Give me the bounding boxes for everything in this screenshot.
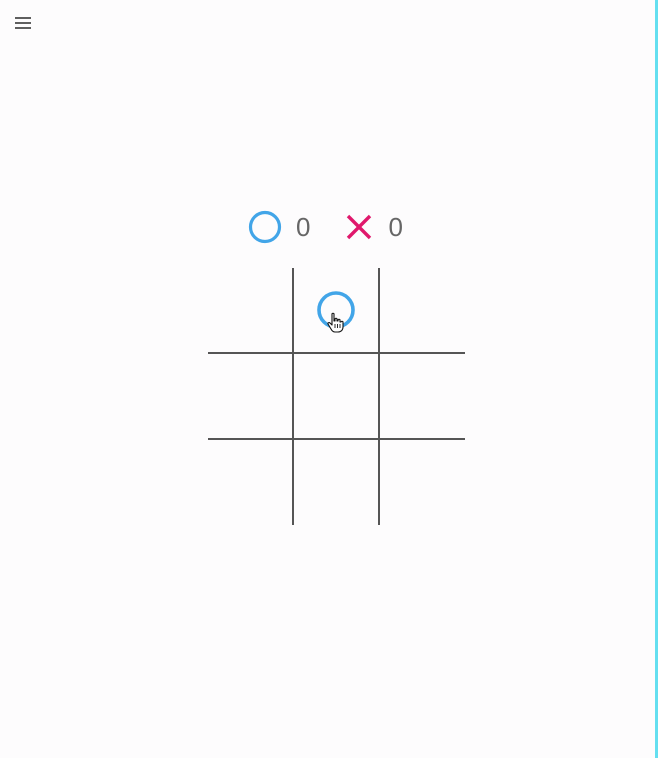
grid-line-horizontal-1 bbox=[208, 352, 465, 354]
game-board bbox=[208, 268, 465, 525]
score-x: 0 bbox=[344, 212, 403, 242]
cell-4[interactable] bbox=[294, 354, 378, 438]
menu-icon-bar-2 bbox=[15, 22, 31, 24]
score-x-value: 0 bbox=[388, 212, 403, 242]
menu-icon bbox=[15, 17, 31, 19]
circle-o-icon bbox=[248, 210, 282, 244]
cell-7[interactable] bbox=[294, 440, 378, 524]
grid-line-vertical-2 bbox=[378, 268, 380, 525]
cell-2[interactable] bbox=[380, 268, 464, 352]
window-edge bbox=[655, 0, 658, 758]
circle-o-mark bbox=[317, 291, 355, 329]
menu-button[interactable] bbox=[11, 11, 35, 35]
grid-line-vertical-1 bbox=[292, 268, 294, 525]
cell-1[interactable] bbox=[294, 268, 378, 352]
score-o: 0 bbox=[248, 210, 310, 244]
scoreboard: 0 0 bbox=[248, 207, 403, 247]
cell-0[interactable] bbox=[208, 268, 292, 352]
cell-6[interactable] bbox=[208, 440, 292, 524]
grid-line-horizontal-2 bbox=[208, 438, 465, 440]
cross-x-icon bbox=[347, 214, 372, 240]
cell-3[interactable] bbox=[208, 354, 292, 438]
cell-5[interactable] bbox=[380, 354, 464, 438]
score-o-value: 0 bbox=[296, 212, 311, 242]
menu-icon-bar-3 bbox=[15, 27, 31, 29]
cell-8[interactable] bbox=[380, 440, 464, 524]
